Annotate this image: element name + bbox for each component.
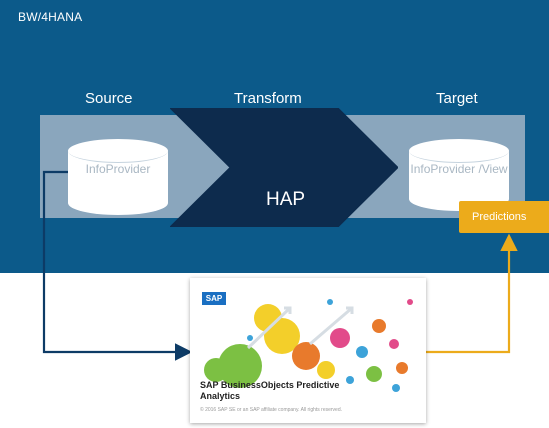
source-to-card-arrow — [42, 170, 193, 361]
predictive-analytics-card: SAP SAP BusinessObjects Predictive Analy… — [190, 278, 426, 423]
source-infoprovider-cylinder: InfoProvider — [68, 139, 168, 215]
card-fine-print: © 2016 SAP SE or an SAP affiliate compan… — [200, 407, 343, 413]
card-to-predictions-arrow — [426, 233, 518, 354]
panel-title: BW/4HANA — [18, 10, 83, 24]
stage-label-source: Source — [85, 90, 133, 107]
source-infoprovider-label: InfoProvider — [85, 162, 151, 176]
card-title: SAP BusinessObjects Predictive Analytics — [200, 380, 340, 401]
transform-chevron — [170, 108, 398, 227]
predictions-badge: Predictions — [459, 201, 549, 233]
sap-logo: SAP — [202, 292, 226, 305]
stage-label-transform: Transform — [234, 90, 302, 107]
stage-label-target: Target — [436, 90, 478, 107]
card-illustration — [204, 299, 413, 392]
target-infoprovider-label: InfoProvider /View — [410, 162, 508, 176]
hap-label: HAP — [266, 189, 306, 210]
target-infoprovider-cylinder: InfoProvider /View — [409, 139, 509, 211]
